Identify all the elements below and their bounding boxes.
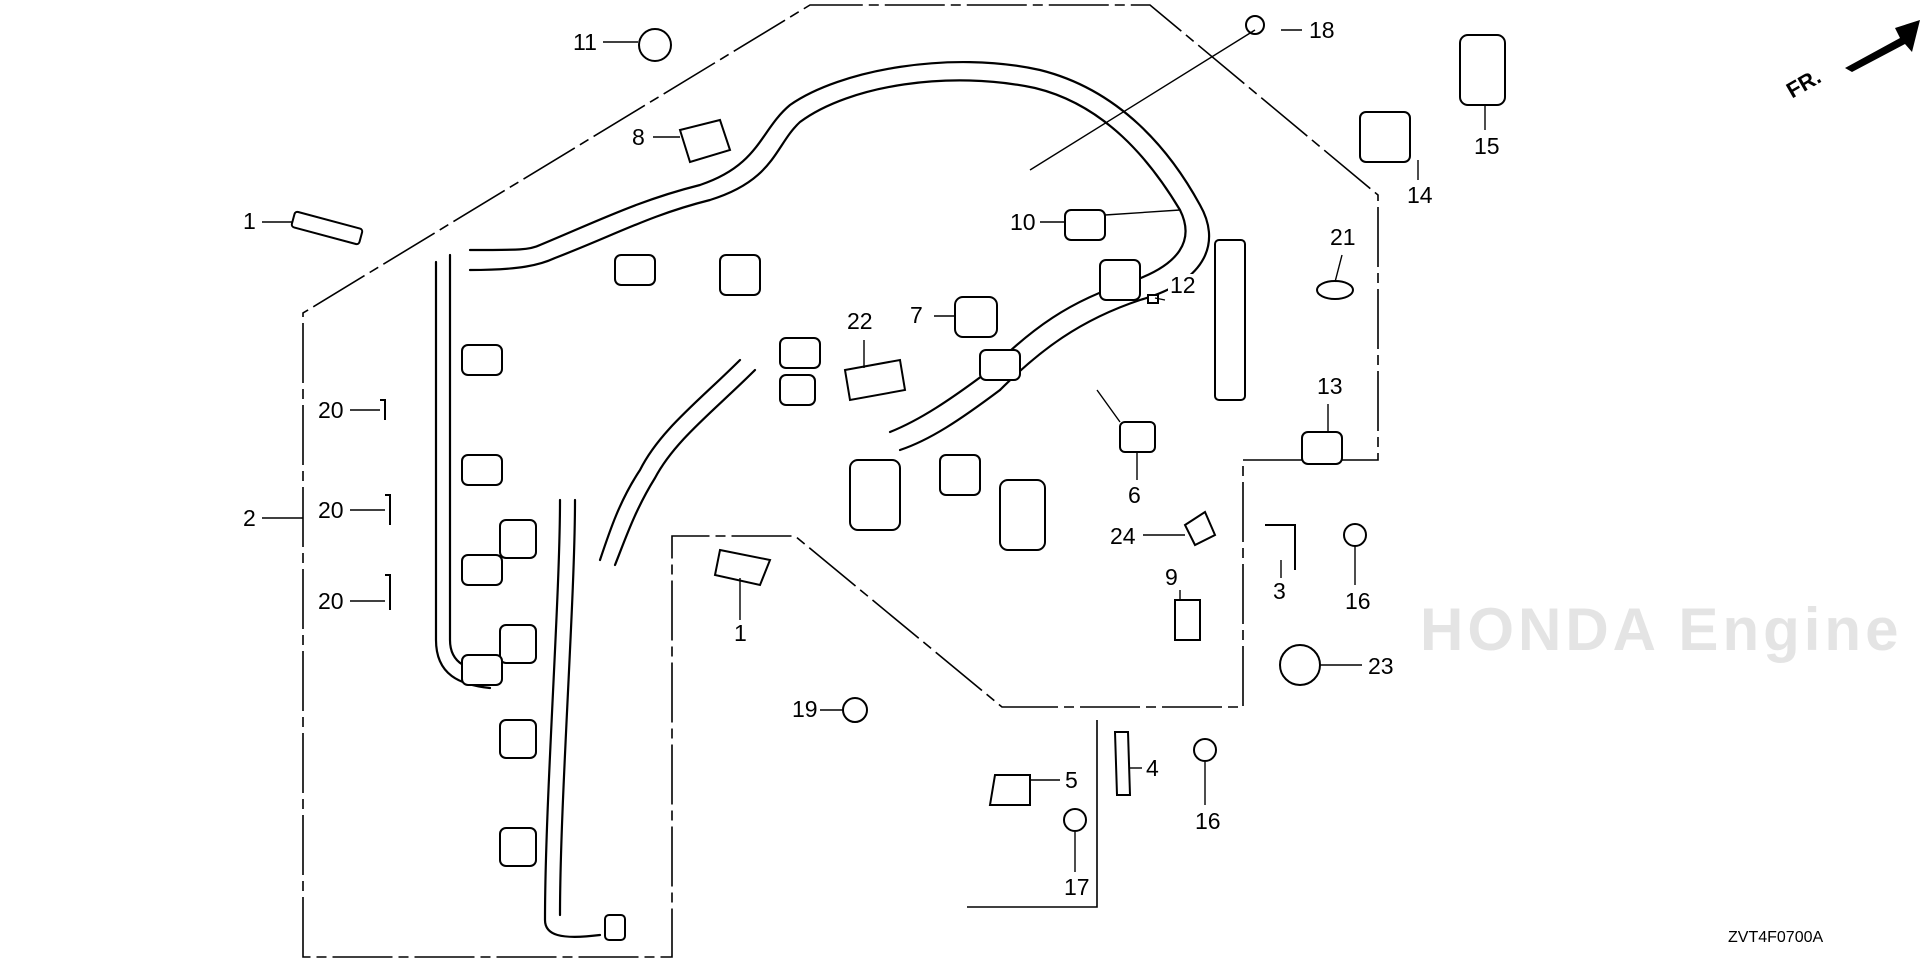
connector-shape	[499, 827, 537, 867]
harness-connectors	[461, 239, 1246, 941]
wire-harness	[434, 60, 1211, 938]
terminal-24-shape	[1183, 510, 1217, 547]
callout-20b[interactable]: 20	[316, 497, 346, 523]
callout-13[interactable]: 13	[1315, 373, 1345, 399]
connector-shape	[461, 344, 503, 376]
bracket-sub-boundary	[967, 720, 1098, 908]
callout-24[interactable]: 24	[1108, 523, 1138, 549]
callout-2[interactable]: 2	[241, 505, 258, 531]
bolt-16b-shape	[1193, 738, 1217, 762]
callout-19[interactable]: 19	[790, 696, 820, 722]
connector-10-shape	[1064, 209, 1106, 241]
connector-shape	[499, 719, 537, 759]
callout-7[interactable]: 7	[908, 302, 925, 328]
callout-1b[interactable]: 1	[732, 620, 749, 646]
connector-shape	[779, 374, 816, 406]
callout-22[interactable]: 22	[845, 308, 875, 334]
callout-3[interactable]: 3	[1271, 578, 1288, 604]
callout-5[interactable]: 5	[1063, 767, 1080, 793]
connector-shape	[1099, 259, 1141, 301]
bracket-5-shape	[988, 774, 1031, 806]
fuse-block-shape	[1214, 239, 1246, 401]
cap-15-shape	[1459, 34, 1506, 106]
leader-lines	[262, 29, 1486, 872]
bracket-4-shape	[1113, 731, 1132, 796]
grommet-23-shape	[1279, 644, 1321, 686]
callout-20a[interactable]: 20	[316, 397, 346, 423]
cover-9-shape	[1174, 599, 1201, 641]
bolt-18-shape	[1245, 15, 1265, 35]
connector-13-shape	[1301, 431, 1343, 465]
callout-17[interactable]: 17	[1062, 874, 1092, 900]
callout-21[interactable]: 21	[1328, 224, 1358, 250]
watermark-text: HONDA Engine	[1420, 596, 1903, 663]
connector-shape	[849, 459, 901, 531]
connector-shape	[461, 454, 503, 486]
connector-shape	[719, 254, 761, 296]
callout-23[interactable]: 23	[1366, 653, 1396, 679]
clip-1-shape	[290, 210, 364, 246]
connector-shape	[614, 254, 656, 286]
callout-16a[interactable]: 16	[1343, 588, 1373, 614]
band-21-shape	[1316, 280, 1354, 300]
clamp-11-shape	[638, 28, 672, 62]
connector-shape	[461, 654, 503, 686]
callout-6[interactable]: 6	[1126, 482, 1143, 508]
callout-12[interactable]: 12	[1168, 272, 1198, 298]
connector-shape	[499, 624, 537, 664]
front-direction-arrow-icon	[1845, 20, 1920, 72]
callout-14[interactable]: 14	[1405, 182, 1435, 208]
callout-4[interactable]: 4	[1144, 755, 1161, 781]
connector-shape	[461, 554, 503, 586]
bolt-16a-shape	[1343, 523, 1367, 547]
connector-7-shape	[954, 296, 998, 338]
callout-18[interactable]: 18	[1307, 17, 1337, 43]
clip-1b-shape	[713, 548, 772, 587]
callout-16b[interactable]: 16	[1193, 808, 1223, 834]
callout-11[interactable]: 11	[571, 29, 599, 55]
connector-shape	[604, 914, 626, 941]
connector-shape	[999, 479, 1046, 551]
connector-shape	[939, 454, 981, 496]
clamp-8-shape	[678, 118, 732, 164]
connector-shape	[499, 519, 537, 559]
clip-20c-shape	[385, 574, 391, 610]
diagram-code: ZVT4F0700A	[1728, 929, 1824, 946]
connector-shape	[779, 337, 821, 369]
callout-9[interactable]: 9	[1163, 564, 1180, 590]
clip-20a-shape	[380, 399, 386, 420]
callout-15[interactable]: 15	[1472, 133, 1502, 159]
callout-8[interactable]: 8	[630, 124, 647, 150]
callout-1[interactable]: 1	[241, 208, 258, 234]
loose-parts	[290, 15, 1506, 832]
relay-14-shape	[1359, 111, 1411, 163]
callout-10[interactable]: 10	[1008, 209, 1038, 235]
holder-22-shape	[843, 358, 907, 402]
callout-20c[interactable]: 20	[316, 588, 346, 614]
connector-6-shape	[1119, 421, 1156, 453]
nut-19-shape	[842, 697, 868, 723]
assembly-boundary	[302, 4, 1379, 958]
clip-20b-shape	[385, 494, 391, 525]
connector-shape	[979, 349, 1021, 381]
bracket-3-shape	[1265, 524, 1296, 570]
bolt-17-shape	[1063, 808, 1087, 832]
